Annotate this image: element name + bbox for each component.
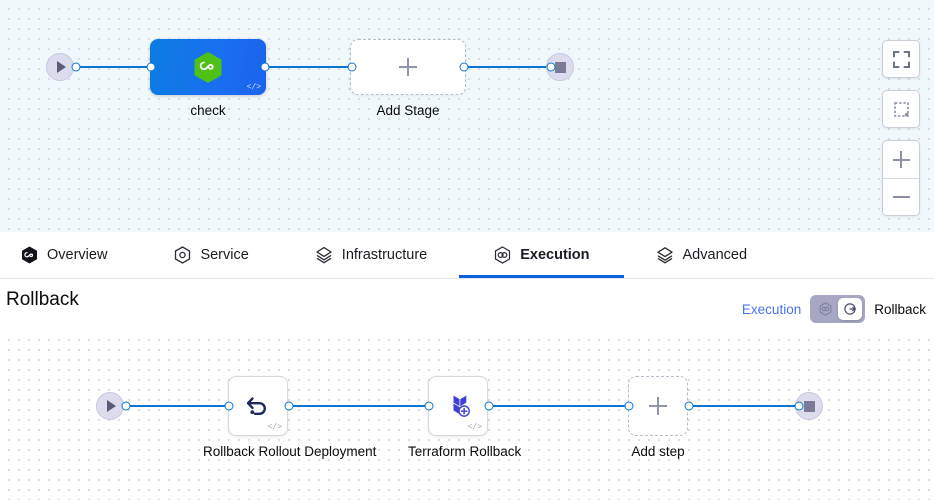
stage-tab-bar: Overview Service Infrastructure xyxy=(0,232,934,279)
zoom-to-selection-button[interactable] xyxy=(882,90,920,128)
harness-hexagon-icon xyxy=(194,51,222,83)
port-terraform-out[interactable] xyxy=(484,401,494,411)
add-step-label: Add step xyxy=(631,444,685,459)
terraform-icon xyxy=(453,395,470,417)
page-title: Rollback xyxy=(6,289,79,310)
rollback-start-node[interactable] xyxy=(96,392,124,420)
port-addstep-out[interactable] xyxy=(684,401,694,411)
minus-icon xyxy=(892,196,910,198)
port-addstep-in[interactable] xyxy=(624,401,634,411)
tab-service[interactable]: Service xyxy=(173,232,249,278)
add-step-node[interactable]: Add step xyxy=(628,376,688,459)
pipeline-start-node[interactable] xyxy=(46,53,74,81)
step-node-rollback-rollout-deployment[interactable]: </> Rollback Rollout Deployment xyxy=(203,376,376,459)
port-check-in[interactable] xyxy=(146,62,156,72)
stage-node-check[interactable]: </> check xyxy=(150,39,266,118)
stage-check-box[interactable]: </> xyxy=(150,39,266,95)
step-label: Terraform Rollback xyxy=(408,444,522,459)
undo-arrow-icon xyxy=(246,397,266,415)
port-start-out[interactable] xyxy=(71,62,81,72)
tab-execution[interactable]: Execution xyxy=(459,232,624,278)
port-terraform-in[interactable] xyxy=(424,401,434,411)
edge-check-to-addstage xyxy=(264,66,352,68)
edge-terraform-to-addstep xyxy=(488,405,630,407)
stop-icon xyxy=(554,61,566,73)
port-rollout-in[interactable] xyxy=(224,401,234,411)
port-addstage-out[interactable] xyxy=(459,62,469,72)
play-icon xyxy=(107,400,116,412)
port-rollback-end-in[interactable] xyxy=(794,401,804,411)
fit-to-screen-button[interactable] xyxy=(882,40,920,78)
code-badge-icon: </> xyxy=(246,83,261,92)
add-step-box[interactable] xyxy=(628,376,688,436)
tab-label: Overview xyxy=(47,247,108,263)
harness-hexagon-filled-icon xyxy=(20,246,38,264)
port-end-in[interactable] xyxy=(546,62,556,72)
add-stage-node[interactable]: Add Stage xyxy=(350,39,466,118)
step-label: Rollback Rollout Deployment xyxy=(203,444,377,459)
step-node-terraform-rollback[interactable]: </> Terraform Rollback xyxy=(408,376,521,459)
execution-icon xyxy=(493,246,511,264)
toggle-option-rollback[interactable] xyxy=(837,298,863,320)
rollback-canvas[interactable]: </> Rollback Rollout Deployment </> Terr… xyxy=(0,331,934,500)
expand-icon xyxy=(892,50,910,68)
stage-label: check xyxy=(190,103,226,118)
code-badge-icon: </> xyxy=(467,423,482,432)
stop-icon xyxy=(803,400,815,412)
plus-icon xyxy=(399,58,417,76)
add-stage-label: Add Stage xyxy=(376,103,440,118)
rollback-circle-icon xyxy=(844,303,856,315)
tab-label: Advanced xyxy=(682,247,748,263)
service-hexagon-icon xyxy=(173,246,191,264)
rollback-header: Rollback Execution Rollback xyxy=(0,279,934,331)
edge-start-to-rollback-rollout xyxy=(122,405,230,407)
layers-diamond-icon xyxy=(315,246,333,264)
port-check-out[interactable] xyxy=(260,62,270,72)
edge-start-to-check xyxy=(72,66,154,68)
tab-label: Infrastructure xyxy=(341,247,428,263)
advanced-layers-icon xyxy=(656,246,674,264)
edge-rollout-to-terraform xyxy=(288,405,430,407)
port-rollout-out[interactable] xyxy=(284,401,294,411)
plus-icon xyxy=(892,151,910,168)
zoom-controls-group xyxy=(882,140,920,216)
toggle-option-execution[interactable] xyxy=(813,298,838,320)
canvas-toolbar xyxy=(882,40,920,216)
code-badge-icon: </> xyxy=(267,423,282,432)
add-stage-box[interactable] xyxy=(350,39,466,95)
tab-label: Execution xyxy=(520,247,590,263)
tab-overview[interactable]: Overview xyxy=(20,232,107,278)
execution-icon xyxy=(819,302,832,316)
plus-icon xyxy=(649,397,667,415)
execution-rollback-switch: Execution Rollback xyxy=(742,295,926,323)
pipeline-canvas-top[interactable]: </> check Add Stage xyxy=(0,0,934,232)
mode-toggle[interactable] xyxy=(810,295,866,323)
dashed-square-icon xyxy=(893,101,909,117)
play-icon xyxy=(57,61,66,73)
tab-label: Service xyxy=(200,247,249,263)
execution-mode-link[interactable]: Execution xyxy=(741,301,802,317)
edge-addstep-to-end xyxy=(686,405,802,407)
rollback-mode-label[interactable]: Rollback xyxy=(874,301,926,317)
zoom-out-button[interactable] xyxy=(883,178,919,215)
step-box[interactable]: </> xyxy=(228,376,288,436)
step-box[interactable]: </> xyxy=(428,376,488,436)
port-rollback-start-out[interactable] xyxy=(121,401,131,411)
tab-infrastructure[interactable]: Infrastructure xyxy=(315,232,427,278)
tab-advanced[interactable]: Advanced xyxy=(656,232,748,278)
edge-addstage-to-end xyxy=(464,66,552,68)
zoom-in-button[interactable] xyxy=(883,141,919,178)
port-addstage-in[interactable] xyxy=(347,62,357,72)
